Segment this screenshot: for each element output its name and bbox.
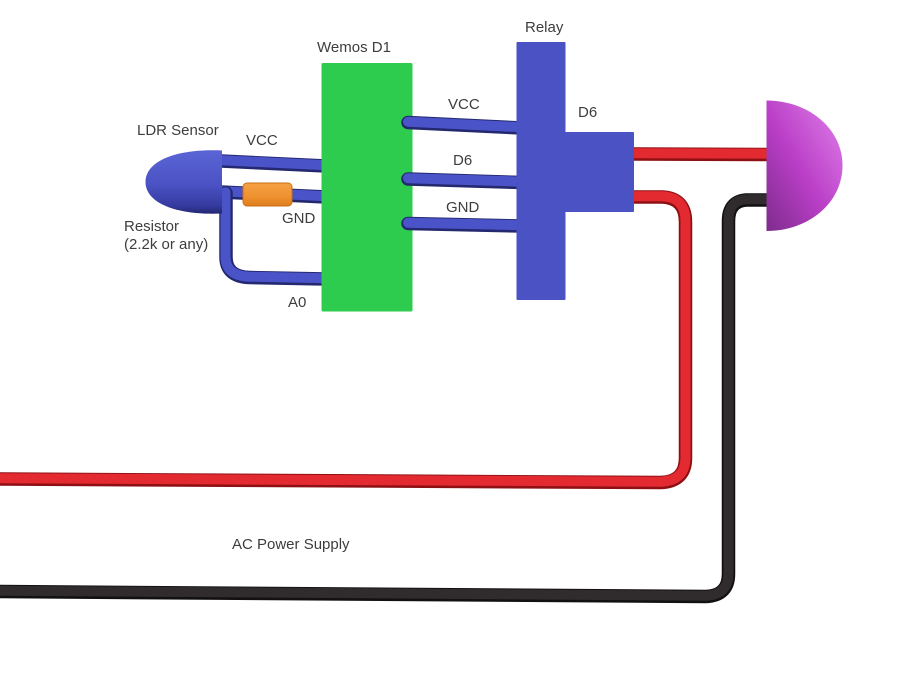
ldr-sensor-label: LDR Sensor xyxy=(137,122,219,139)
wemos-d1-label: Wemos D1 xyxy=(317,39,391,56)
bulb-shape xyxy=(766,100,843,231)
gnd-wire-label: GND xyxy=(446,199,480,216)
wire-red-relay-to-bulb xyxy=(626,153,772,154)
resistor-label: Resistor (2.2k or any) xyxy=(124,218,208,254)
a0-label: A0 xyxy=(288,294,307,311)
resistor-component xyxy=(242,182,293,207)
relay-component xyxy=(516,42,634,300)
d6-out-label: D6 xyxy=(578,104,598,121)
wemos-d1-board xyxy=(321,63,413,312)
gnd-ldr-label: GND xyxy=(282,210,316,227)
relay-label: Relay xyxy=(525,19,564,36)
d6-wire-label: D6 xyxy=(453,152,473,169)
vcc-relay-label: VCC xyxy=(448,96,480,113)
wire-gnd-to-relay xyxy=(408,223,522,226)
wire-d6-to-relay xyxy=(408,178,522,182)
vcc-ldr-label: VCC xyxy=(246,132,278,149)
wire-vcc-to-relay xyxy=(408,122,522,128)
ac-power-supply-label: AC Power Supply xyxy=(232,536,350,553)
resistor-label-line2: (2.2k or any) xyxy=(124,236,209,253)
ldr-sensor-shape xyxy=(145,150,222,214)
resistor-label-line1: Resistor xyxy=(124,218,180,235)
